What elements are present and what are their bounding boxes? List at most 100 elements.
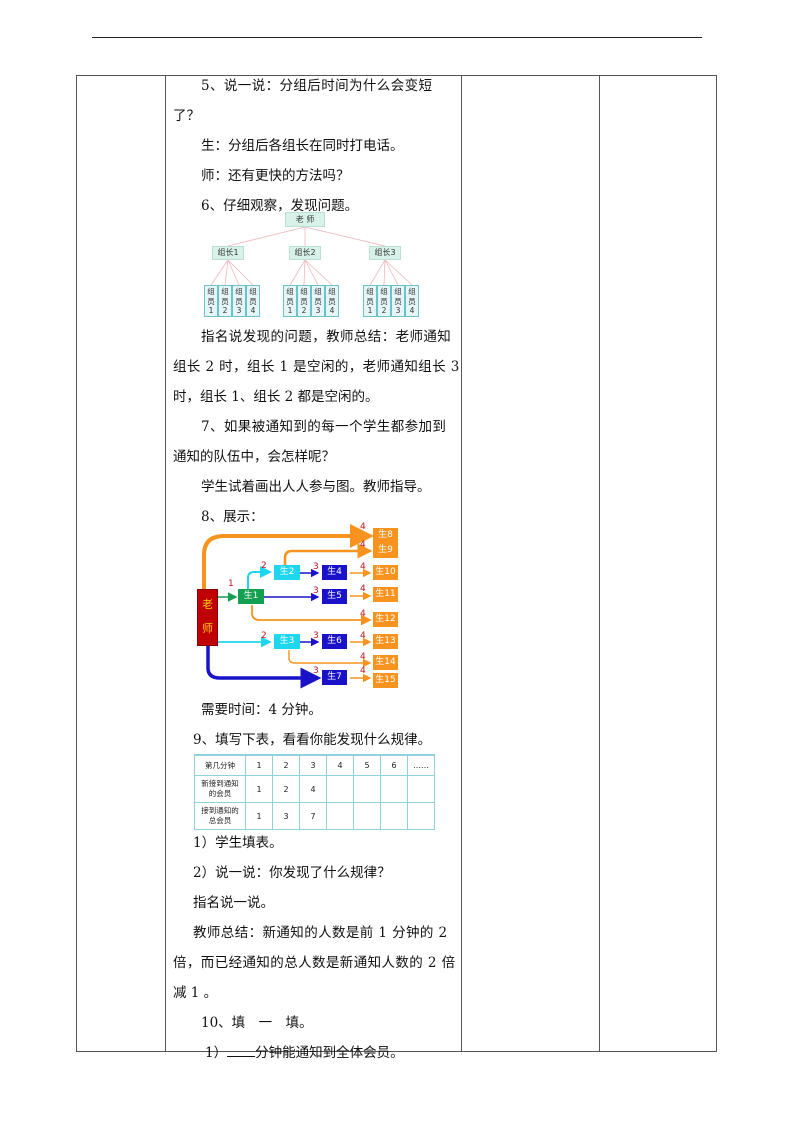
flow-arrows [202,524,374,689]
step-9-3: 指名说一说。 [193,895,274,911]
step-5-question: 5、说一说：分组后时间为什么会变短 [201,78,433,94]
step-label: 1 [228,579,234,589]
step-8: 8、展示： [201,509,264,525]
step-9-2: 2）说一说：你发现了什么规律？ [193,865,391,881]
flow-node-s15: 生15 [373,673,398,688]
table-cell: 4 [299,775,327,803]
flow-node-s2: 生2 [274,565,300,580]
tree-root-teacher: 老 师 [285,212,325,227]
table-cell [353,802,381,830]
flow-node-s5: 生5 [322,589,347,604]
table-cell: 1 [245,802,273,830]
tree-leader-3: 组长3 [369,246,401,260]
step-label: 4 [360,540,366,550]
flow-node-s6: 生6 [322,634,347,649]
table-cell: 3 [272,802,300,830]
flow-node-s14: 生14 [373,655,398,670]
step-label: 4 [360,522,366,532]
column-divider [461,76,462,1051]
tree-leader-2: 组长2 [289,246,321,260]
table-row: 新接到通知的会员 1 2 4 [194,775,435,803]
flow-node-s10: 生10 [373,565,398,580]
step-9: 9、填写下表，看看你能发现什么规律。 [193,732,432,748]
lesson-table [76,75,717,1052]
lesson-content-cell: 5、说一说：分组后时间为什么会变短 了？ 生：分组后各组长在同时打电话。 师：还… [165,75,461,221]
answer-blank[interactable] [227,1044,256,1057]
step-label: 3 [313,666,319,676]
table-cell [407,802,435,830]
flow-node-s12: 生12 [373,612,398,627]
table-header-cell: 2 [272,754,300,776]
teacher-conclusion-cont: 倍，而已经通知的总人数是新通知人数的 2 倍 [173,955,456,971]
step-label: 3 [313,631,319,641]
step-label: 4 [360,652,366,662]
student-answer: 生：分组后各组长在同时打电话。 [201,138,404,154]
teacher-summary: 指名说发现的问题，教师总结：老师通知 [201,329,452,345]
flow-node-s7: 生7 [322,670,347,685]
flow-node-s3: 生3 [274,634,300,649]
step-9-1: 1）学生填表。 [193,835,283,851]
step-5-question-cont: 了？ [173,108,200,124]
teacher-conclusion: 教师总结：新通知的人数是前 1 分钟的 2 [193,925,448,941]
step-label: 3 [313,586,319,596]
tree-leader-1: 组长1 [212,246,244,260]
step-label: 2 [261,561,267,571]
step-label: 2 [261,631,267,641]
table-header-cell: 6 [380,754,408,776]
row-label: 接到通知的总会员 [194,802,246,830]
table-header-cell: …… [407,754,435,776]
table-cell: 1 [245,775,273,803]
step-7-cont: 通知的队伍中，会怎样呢？ [173,449,335,465]
flow-node-s8: 生8 [373,528,398,543]
table-cell: 2 [272,775,300,803]
column-divider [165,76,166,1051]
step-10: 10、填 一 填。 [201,1015,313,1031]
lesson-content-cell-4: 1）学生填表。 2）说一说：你发现了什么规律？ 指名说一说。 教师总结：新通知的… [165,828,461,1068]
flow-node-s13: 生13 [373,634,398,649]
step-7: 7、如果被通知到的每一个学生都参加到 [201,419,447,435]
row-label: 新接到通知的会员 [194,775,246,803]
table-row: 接到通知的总会员 1 3 7 [194,802,435,830]
page-header-rule [92,37,702,38]
flow-teacher-node: 老师 [197,589,218,646]
lesson-content-cell-3: 需要时间：4 分钟。 9、填写下表，看看你能发现什么规律。 [165,695,461,755]
step-label: 4 [360,562,366,572]
step-10-1: 1）分钟能通知到全体会员。 [205,1044,404,1061]
table-header-cell: 1 [245,754,273,776]
flow-node-s1: 生1 [238,589,264,604]
table-header-cell: 4 [326,754,354,776]
table-header-cell: 5 [353,754,381,776]
table-cell [326,775,354,803]
step-label: 3 [313,562,319,572]
tree-connector-lines [210,226,413,286]
teacher-summary-cont: 组长 2 时，组长 1 是空闲的，老师通知组长 3 [173,359,460,375]
step-label: 4 [360,631,366,641]
flow-node-s11: 生11 [373,587,398,602]
column-divider [599,76,600,1051]
flow-node-s4: 生4 [322,565,347,580]
table-cell [380,802,408,830]
step-label: 4 [360,666,366,676]
table-header-cell: 第几分钟 [194,754,246,776]
step-6: 6、仔细观察，发现问题。 [201,198,359,214]
flow-node-s9: 生9 [373,543,398,558]
table-cell [353,775,381,803]
table-cell [407,775,435,803]
notification-flow-diagram: 老师 生1 生2 生3 生4 生5 生6 生7 生8 生9 生10 生11 生1… [190,520,410,695]
table-cell: 7 [299,802,327,830]
table-header-row: 第几分钟 1 2 3 4 5 6 …… [194,754,435,776]
table-cell [380,775,408,803]
growth-table: 第几分钟 1 2 3 4 5 6 …… 新接到通知的会员 1 2 4 接到通知的… [194,754,435,830]
